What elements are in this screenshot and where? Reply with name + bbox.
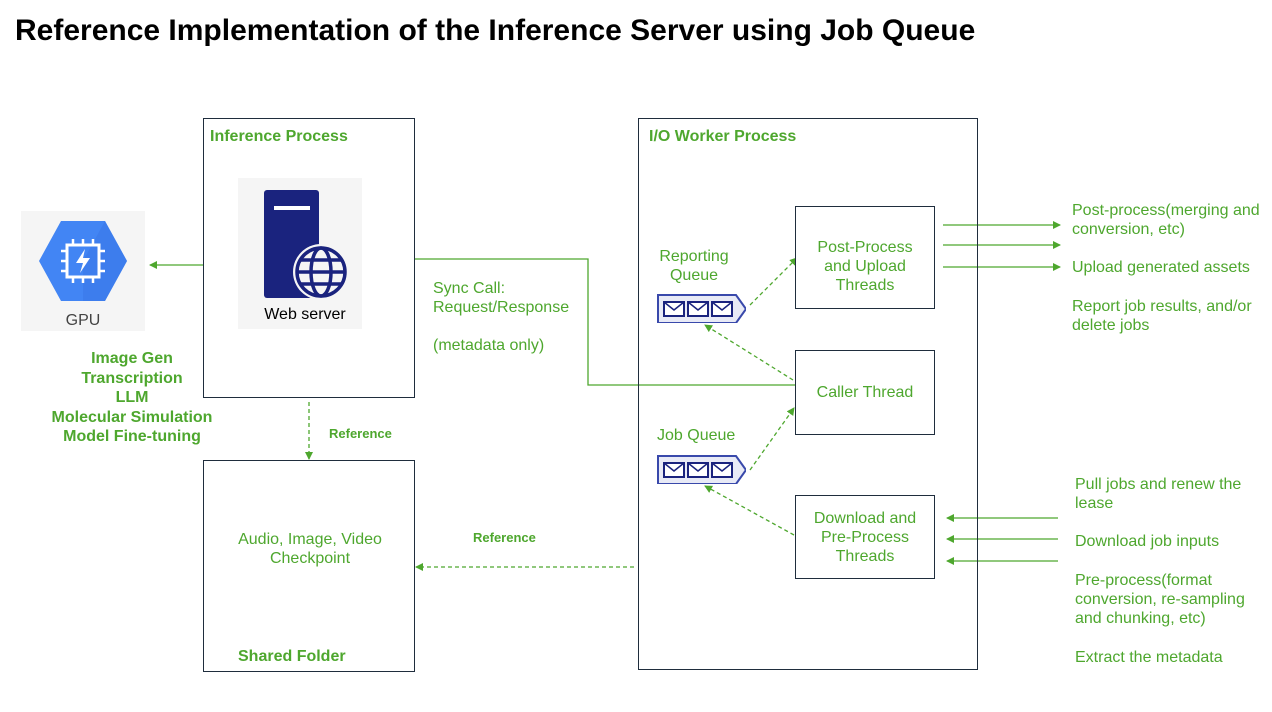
- jobqueue-to-caller-arrow: [749, 407, 795, 471]
- sync-call-label: Sync Call: Request/Response (metadata on…: [433, 279, 569, 355]
- chip-hexagon-icon: [39, 221, 127, 301]
- output-upload: Upload generated assets: [1072, 259, 1250, 276]
- web-server-node: Web server: [238, 178, 362, 329]
- workload-transcription: Transcription: [81, 369, 183, 387]
- job-queue-icon: [657, 455, 746, 484]
- reporting-queue-label: Reporting Queue: [659, 248, 729, 284]
- shared-folder-title: Shared Folder: [238, 648, 346, 665]
- sync-call-line: [377, 255, 795, 386]
- io-worker-box: I/O Worker Process: [638, 118, 978, 670]
- shared-folder-content: Audio, Image, Video Checkpoint: [238, 531, 382, 567]
- input-extract-metadata: Extract the metadata: [1075, 649, 1223, 666]
- input-download: Download job inputs: [1075, 533, 1220, 550]
- input-pre-process: Pre-process(format conversion, re-sampli…: [1075, 572, 1245, 627]
- inference-process-box: Inference Process Web server: [203, 118, 415, 398]
- workload-fine-tuning: Model Fine-tuning: [63, 428, 201, 445]
- caller-thread-box: Caller Thread: [795, 350, 935, 435]
- output-post-process: Post-process(merging and conversion, etc…: [1072, 202, 1260, 238]
- reference-label-horizontal: Reference: [473, 530, 536, 545]
- workload-list: Image Gen Transcription LLM Molecular Si…: [30, 349, 234, 447]
- output-report: Report job results, and/or delete jobs: [1072, 298, 1252, 334]
- workload-image-gen: Image Gen: [91, 350, 173, 367]
- caller-to-reporting-arrow: [704, 324, 794, 381]
- server-globe-icon: [264, 190, 349, 300]
- workload-llm: LLM: [115, 389, 149, 406]
- web-server-label: Web server: [264, 306, 346, 323]
- job-queue-label: Job Queue: [657, 427, 736, 444]
- workload-molecular-simulation: Molecular Simulation: [51, 408, 213, 426]
- gpu-label: GPU: [65, 312, 101, 329]
- post-process-label: Post-Process and Upload Threads: [817, 239, 913, 294]
- caller-thread-label: Caller Thread: [816, 384, 914, 401]
- download-box: Download and Pre-Process Threads: [795, 495, 935, 579]
- inference-process-title: Inference Process: [210, 128, 348, 145]
- sync-call-line2: Request/Response: [433, 299, 570, 316]
- reporting-queue-icon: [657, 294, 746, 323]
- shared-folder-box: Audio, Image, Video Checkpoint Shared Fo…: [203, 460, 415, 672]
- input-pull-jobs: Pull jobs and renew the lease: [1075, 476, 1242, 512]
- download-label: Download and Pre-Process Threads: [813, 510, 917, 565]
- download-to-jobqueue-arrow: [704, 485, 795, 536]
- diagram-title: Reference Implementation of the Inferenc…: [15, 14, 976, 47]
- reference-label-vertical: Reference: [329, 426, 392, 441]
- post-process-box: Post-Process and Upload Threads: [795, 206, 935, 309]
- gpu-node: GPU: [21, 211, 145, 331]
- sync-call-line1: Sync Call:: [433, 280, 506, 297]
- io-worker-title: I/O Worker Process: [649, 128, 797, 145]
- sync-call-line3: (metadata only): [433, 337, 545, 354]
